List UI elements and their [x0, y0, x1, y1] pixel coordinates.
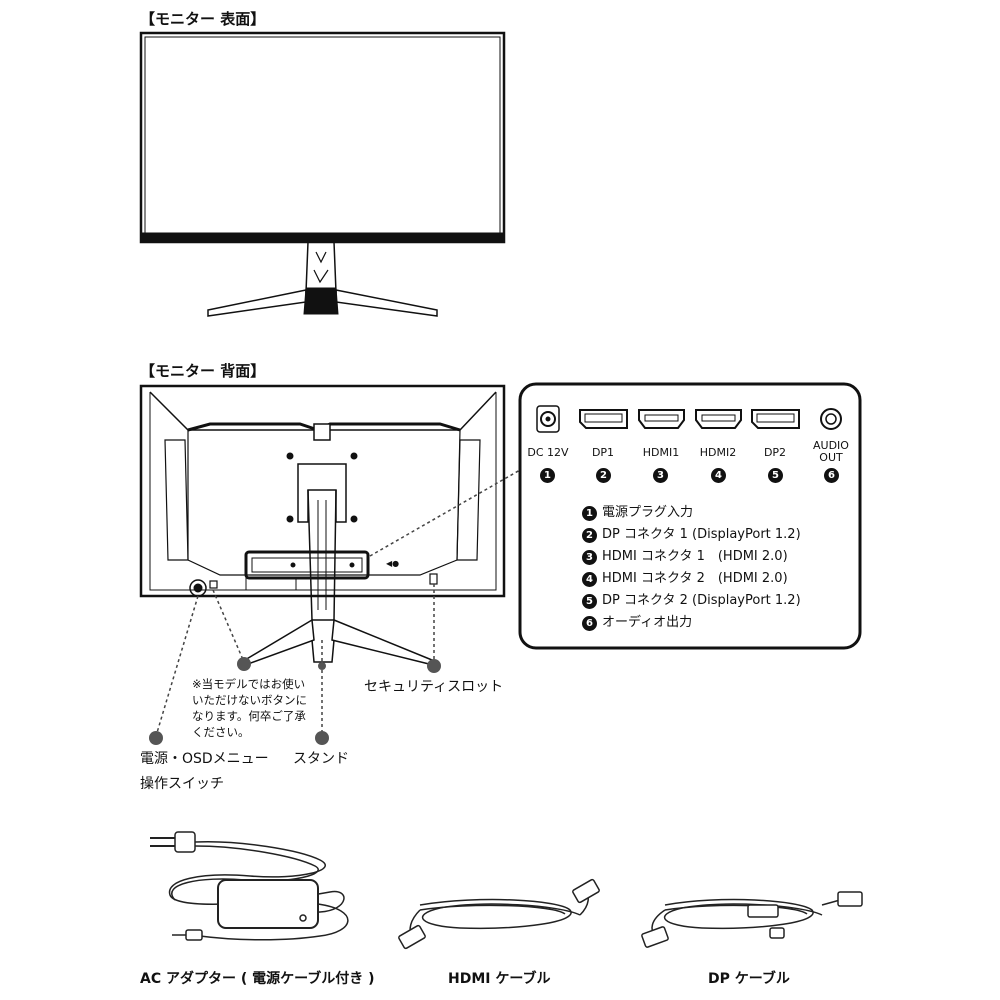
- port-number-5: 5: [768, 468, 783, 483]
- ac-adapter-drawing: [150, 831, 349, 941]
- back-monitor: ◀●: [139, 384, 506, 665]
- port-label-audio: AUDIO OUT: [813, 439, 849, 464]
- legend-item: 2 DP コネクタ 1 (DisplayPort 1.2): [582, 524, 801, 546]
- port-number-4: 4: [711, 468, 726, 483]
- legend-text: 電源プラグ入力: [602, 505, 694, 520]
- port-icons: [536, 405, 842, 433]
- dp-cable-label: DP ケーブル: [708, 971, 790, 987]
- port-label-dp2: DP2: [763, 446, 787, 459]
- legend-number: 1: [582, 505, 597, 521]
- port-number-1: 1: [540, 468, 555, 483]
- callout-security-slot: セキュリティスロット: [364, 679, 504, 695]
- port-label-hdmi1: HDMI1: [642, 446, 680, 459]
- legend-number: 5: [582, 593, 597, 609]
- dp-cable-drawing: [641, 891, 863, 948]
- unusable-button-note: ※当モデルではお使い いただけないボタンに なります。何卒ご了承 ください。: [192, 676, 307, 740]
- callout-power-osd-line1: 電源・OSDメニュー: [140, 751, 269, 767]
- legend-number: 4: [582, 571, 597, 587]
- hdmi-cable-label: HDMI ケーブル: [448, 971, 551, 987]
- legend-number: 2: [582, 527, 597, 543]
- front-monitor: [139, 31, 506, 317]
- legend-item: 3 HDMI コネクタ 1 (HDMI 2.0): [582, 546, 801, 568]
- note-line: ※当モデルではお使い: [192, 677, 306, 691]
- legend-number: 3: [582, 549, 597, 565]
- legend-item: 1 電源プラグ入力: [582, 502, 801, 524]
- port-label-hdmi2: HDMI2: [699, 446, 737, 459]
- port-number-2: 2: [596, 468, 611, 483]
- port-detail-box: [518, 382, 862, 650]
- svg-text:◀●: ◀●: [386, 559, 399, 568]
- note-line: いただけないボタンに: [192, 693, 307, 707]
- legend-text: DP コネクタ 2 (DisplayPort 1.2): [602, 593, 801, 608]
- port-number-3: 3: [653, 468, 668, 483]
- hdmi-cable-drawing: [398, 878, 600, 950]
- legend-item: 5 DP コネクタ 2 (DisplayPort 1.2): [582, 590, 801, 612]
- legend-text: DP コネクタ 1 (DisplayPort 1.2): [602, 527, 801, 542]
- callout-leaders: [155, 469, 521, 737]
- legend-item: 4 HDMI コネクタ 2 (HDMI 2.0): [582, 568, 801, 590]
- callout-stand: スタンド: [293, 751, 349, 767]
- port-label-dc: DC 12V: [527, 446, 569, 459]
- callout-power-osd-line2: 操作スイッチ: [140, 776, 224, 792]
- callout-dots: [149, 657, 441, 745]
- legend-text: オーディオ出力: [602, 615, 693, 630]
- port-label-dp1: DP1: [591, 446, 615, 459]
- legend-number: 6: [582, 615, 597, 631]
- note-line: ください。: [192, 725, 250, 739]
- note-line: なります。何卒ご了承: [192, 709, 306, 723]
- back-section-title: 【モニター 背面】: [140, 362, 266, 380]
- legend-item: 6 オーディオ出力: [582, 612, 801, 634]
- legend-text: HDMI コネクタ 1 (HDMI 2.0): [602, 549, 788, 564]
- front-section-title: 【モニター 表面】: [140, 10, 266, 28]
- ac-adapter-label: AC アダプター ( 電源ケーブル付き ): [140, 971, 375, 987]
- port-number-6: 6: [824, 468, 839, 483]
- legend-text: HDMI コネクタ 2 (HDMI 2.0): [602, 571, 788, 586]
